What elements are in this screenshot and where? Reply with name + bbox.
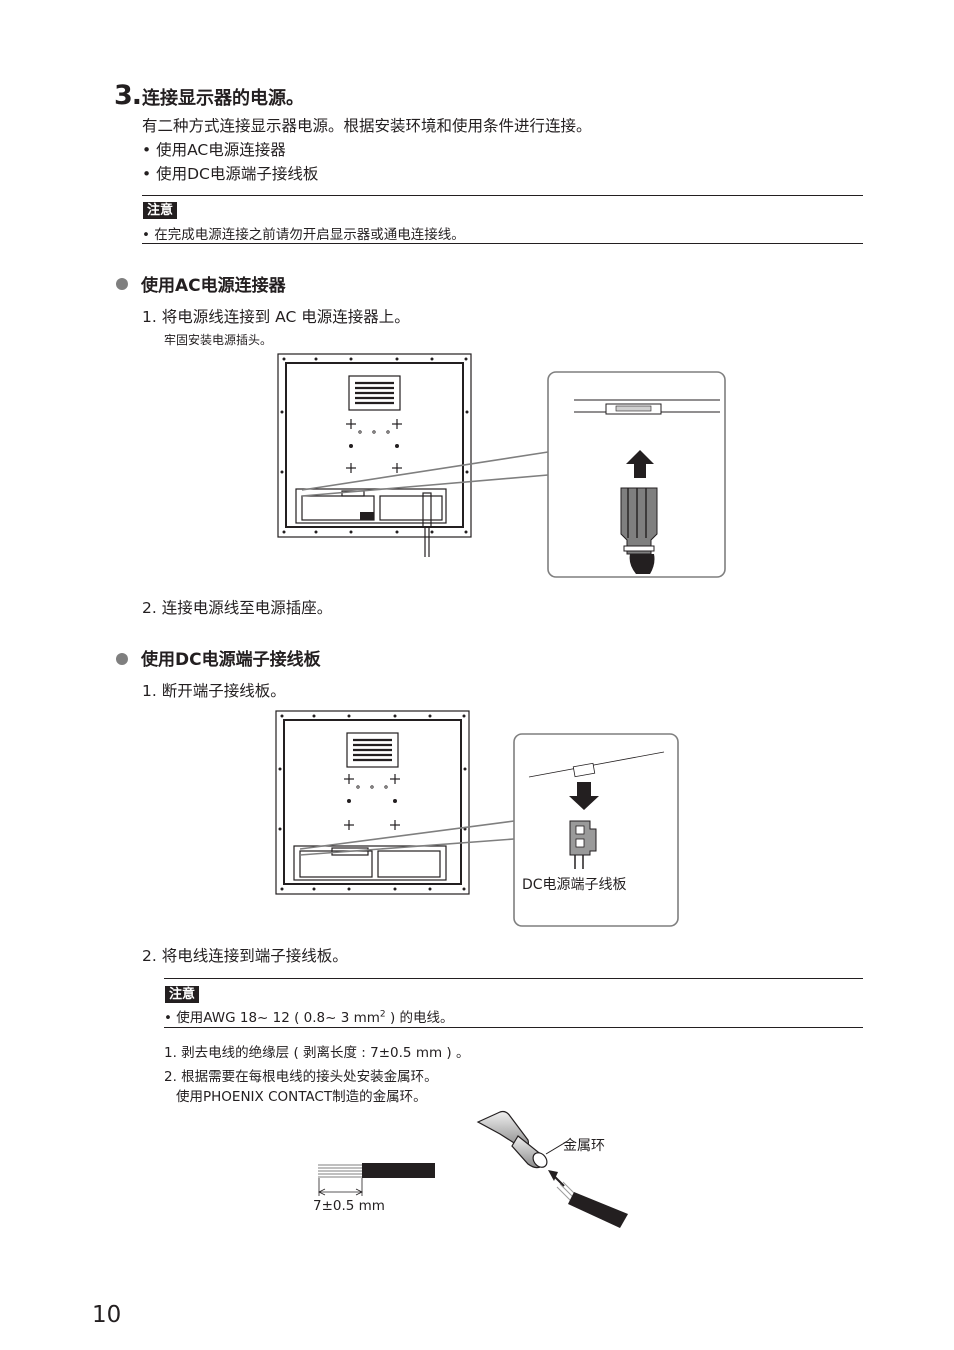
step-number: 3. [114,80,142,111]
note1-top-rule [142,195,863,196]
ac-step2: 2. 连接电源线至电源插座。 [142,599,333,617]
section-title: 连接显示器的电源。 [142,88,304,109]
ac-bullet-icon [116,275,128,294]
dc-monitor-figure [275,710,679,927]
page-number: 10 [92,1302,122,1328]
option-dc: • 使用DC电源端子接线板 [142,165,319,183]
note2-bottom-rule [164,1027,863,1028]
ac-step1: 1. 将电源线连接到 AC 电源连接器上。 [142,308,410,326]
dc-callout-label: DC电源端子线板 [522,877,627,893]
ferrule-label: 金属环 [563,1138,605,1154]
dc-step2: 2. 将电线连接到端子接线板。 [142,947,348,965]
ac-step1-sub: 牢固安装电源插头。 [164,333,273,347]
ac-monitor-figure [277,353,726,578]
option-ac: • 使用AC电源连接器 [142,141,286,159]
dc-step1: 1. 断开端子接线板。 [142,682,286,700]
ac-heading: 使用AC电源连接器 [141,276,286,296]
note1-badge: 注意 [143,199,178,219]
note2-text: • 使用AWG 18~ 12 ( 0.8~ 3 mm2 ) 的电线。 [164,1009,454,1027]
note2-top-rule [164,978,863,979]
wire-step2-sub: 使用PHOENIX CONTACT制造的金属环。 [176,1089,427,1105]
ferrule-figure [476,1110,628,1228]
dc-bullet-icon [116,650,128,669]
dc-heading: 使用DC电源端子接线板 [141,650,321,670]
note1-bottom-rule [142,243,863,244]
note2-badge: 注意 [165,983,200,1003]
section-intro: 有二种方式连接显示器电源。根据安装环境和使用条件进行连接。 [142,117,592,135]
wire-strip-figure [318,1163,435,1196]
wire-step2: 2. 根据需要在每根电线的接头处安装金属环。 [164,1069,438,1085]
wire-step1: 1. 剥去电线的绝缘层 ( 剥离长度 : 7±0.5 mm ) 。 [164,1045,470,1061]
strip-length-label: 7±0.5 mm [313,1198,385,1214]
note1-text: • 在完成电源连接之前请勿开启显示器或通电连接线。 [142,227,465,243]
